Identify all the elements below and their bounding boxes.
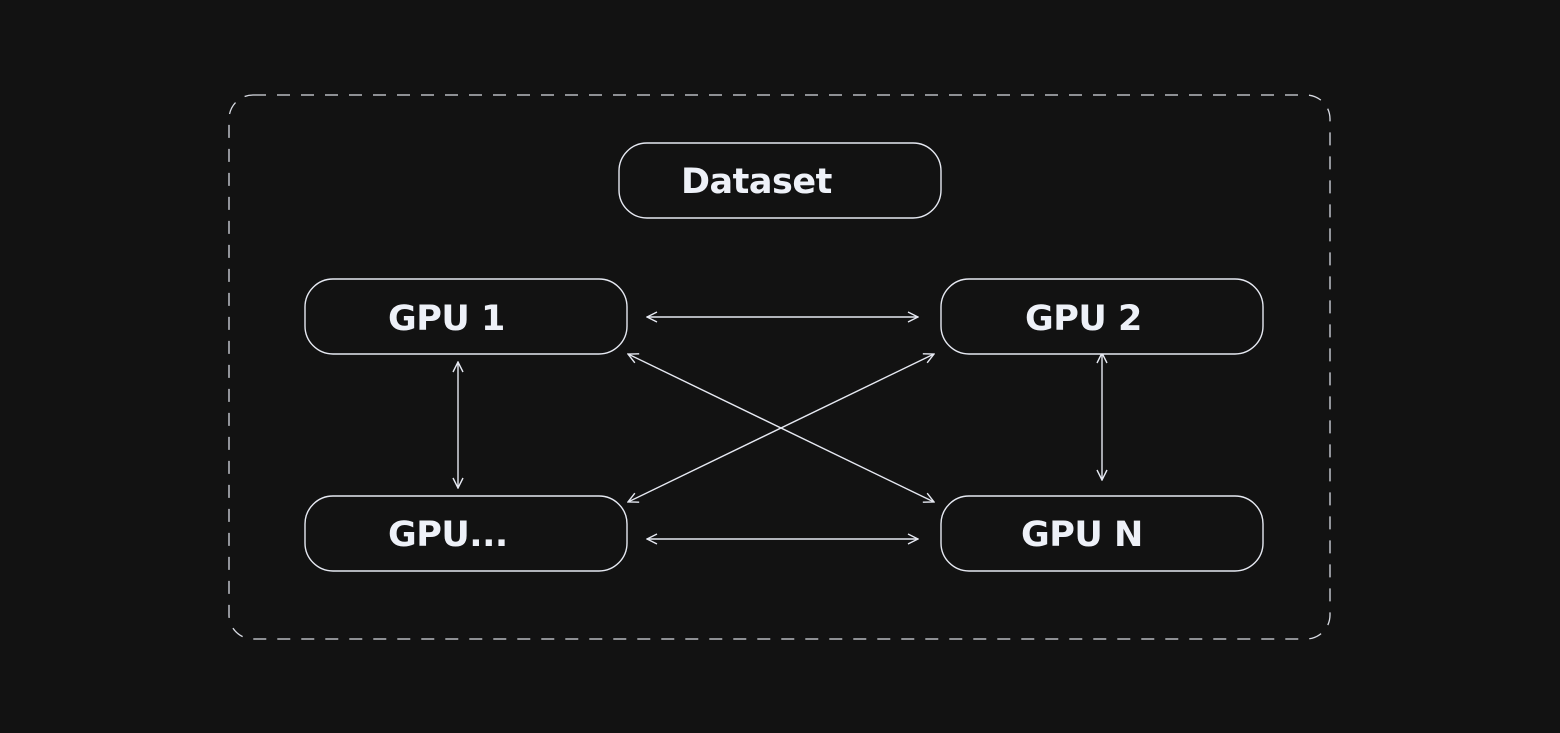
node-gpu-1: GPU 1 bbox=[304, 278, 628, 355]
node-gpu-n: GPU N bbox=[940, 495, 1264, 572]
gpu-1-box bbox=[304, 278, 628, 355]
edge-gpu2-gpumore bbox=[628, 354, 934, 502]
cluster-boundary bbox=[228, 94, 1331, 640]
node-gpu-more: GPU... bbox=[304, 495, 628, 572]
dataset-box bbox=[618, 142, 942, 219]
edges bbox=[458, 317, 1102, 539]
gpu-n-label: GPU N bbox=[1021, 515, 1143, 555]
dataset-label: Dataset bbox=[681, 162, 832, 202]
gpu-more-label: GPU... bbox=[388, 515, 508, 555]
gpu-2-label: GPU 2 bbox=[1025, 299, 1142, 339]
gpu-more-box bbox=[304, 495, 628, 572]
node-dataset: Dataset bbox=[618, 142, 942, 219]
gpu-1-label: GPU 1 bbox=[388, 299, 505, 339]
gpu-2-box bbox=[940, 278, 1264, 355]
gpu-n-box bbox=[940, 495, 1264, 572]
node-gpu-2: GPU 2 bbox=[940, 278, 1264, 355]
